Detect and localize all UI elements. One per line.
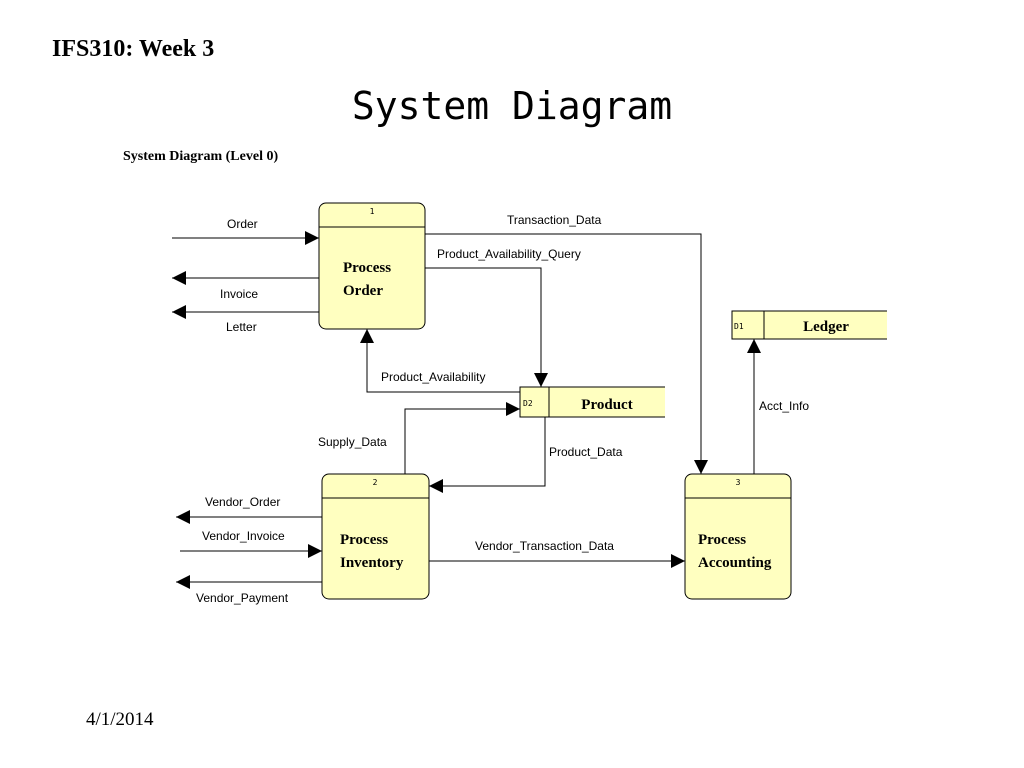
flow-product-availability-query — [425, 267, 548, 387]
process-inventory: 2 Process Inventory — [321, 473, 430, 600]
process-accounting-name-line2: Accounting — [698, 555, 772, 571]
process-order: 1 Process Order — [318, 202, 426, 330]
datastore-product: D2 Product — [519, 386, 665, 418]
diagram-subtitle: System Diagram (Level 0) — [123, 149, 278, 164]
process-inventory-name-line2: Inventory — [340, 555, 404, 571]
process-inventory-number: 2 — [373, 478, 378, 487]
slide-date: 4/1/2014 — [86, 709, 154, 730]
flow-label-acct-info: Acct_Info — [759, 399, 809, 413]
process-accounting-number: 3 — [736, 478, 741, 487]
process-accounting: 3 Process Accounting — [684, 473, 792, 600]
process-order-name-line1: Process — [343, 260, 391, 276]
process-order-name-line2: Order — [343, 283, 383, 299]
flow-label-vendor-transaction-data: Vendor_Transaction_Data — [475, 539, 614, 553]
process-inventory-name-line1: Process — [340, 532, 388, 548]
flow-label-invoice: Invoice — [220, 287, 258, 301]
datastore-ledger-id: D1 — [734, 322, 744, 331]
course-title: IFS310: Week 3 — [52, 36, 215, 62]
flow-label-supply-data: Supply_Data — [318, 435, 387, 449]
datastore-product-name: Product — [581, 397, 632, 413]
flow-label-vendor-payment: Vendor_Payment — [196, 591, 289, 605]
flow-label-product-availability: Product_Availability — [381, 370, 486, 384]
flow-transaction-data — [425, 233, 708, 474]
process-accounting-name-line1: Process — [698, 532, 746, 548]
flow-label-transaction-data: Transaction_Data — [507, 213, 602, 227]
flow-label-letter: Letter — [226, 320, 257, 334]
flow-supply-data — [404, 402, 520, 474]
flow-label-product-data: Product_Data — [549, 445, 623, 459]
datastore-product-id: D2 — [523, 399, 533, 408]
flow-product-availability — [360, 329, 520, 393]
datastore-ledger-name: Ledger — [803, 319, 849, 335]
slide-title: System Diagram — [351, 84, 673, 128]
process-order-number: 1 — [370, 207, 375, 216]
flow-product-data — [429, 417, 546, 493]
flow-label-vendor-order: Vendor_Order — [205, 495, 280, 509]
datastore-ledger: D1 Ledger — [731, 310, 887, 340]
flow-label-product-availability-query: Product_Availability_Query — [437, 247, 581, 261]
flow-label-order: Order — [227, 217, 258, 231]
flow-label-vendor-invoice: Vendor_Invoice — [202, 529, 285, 543]
